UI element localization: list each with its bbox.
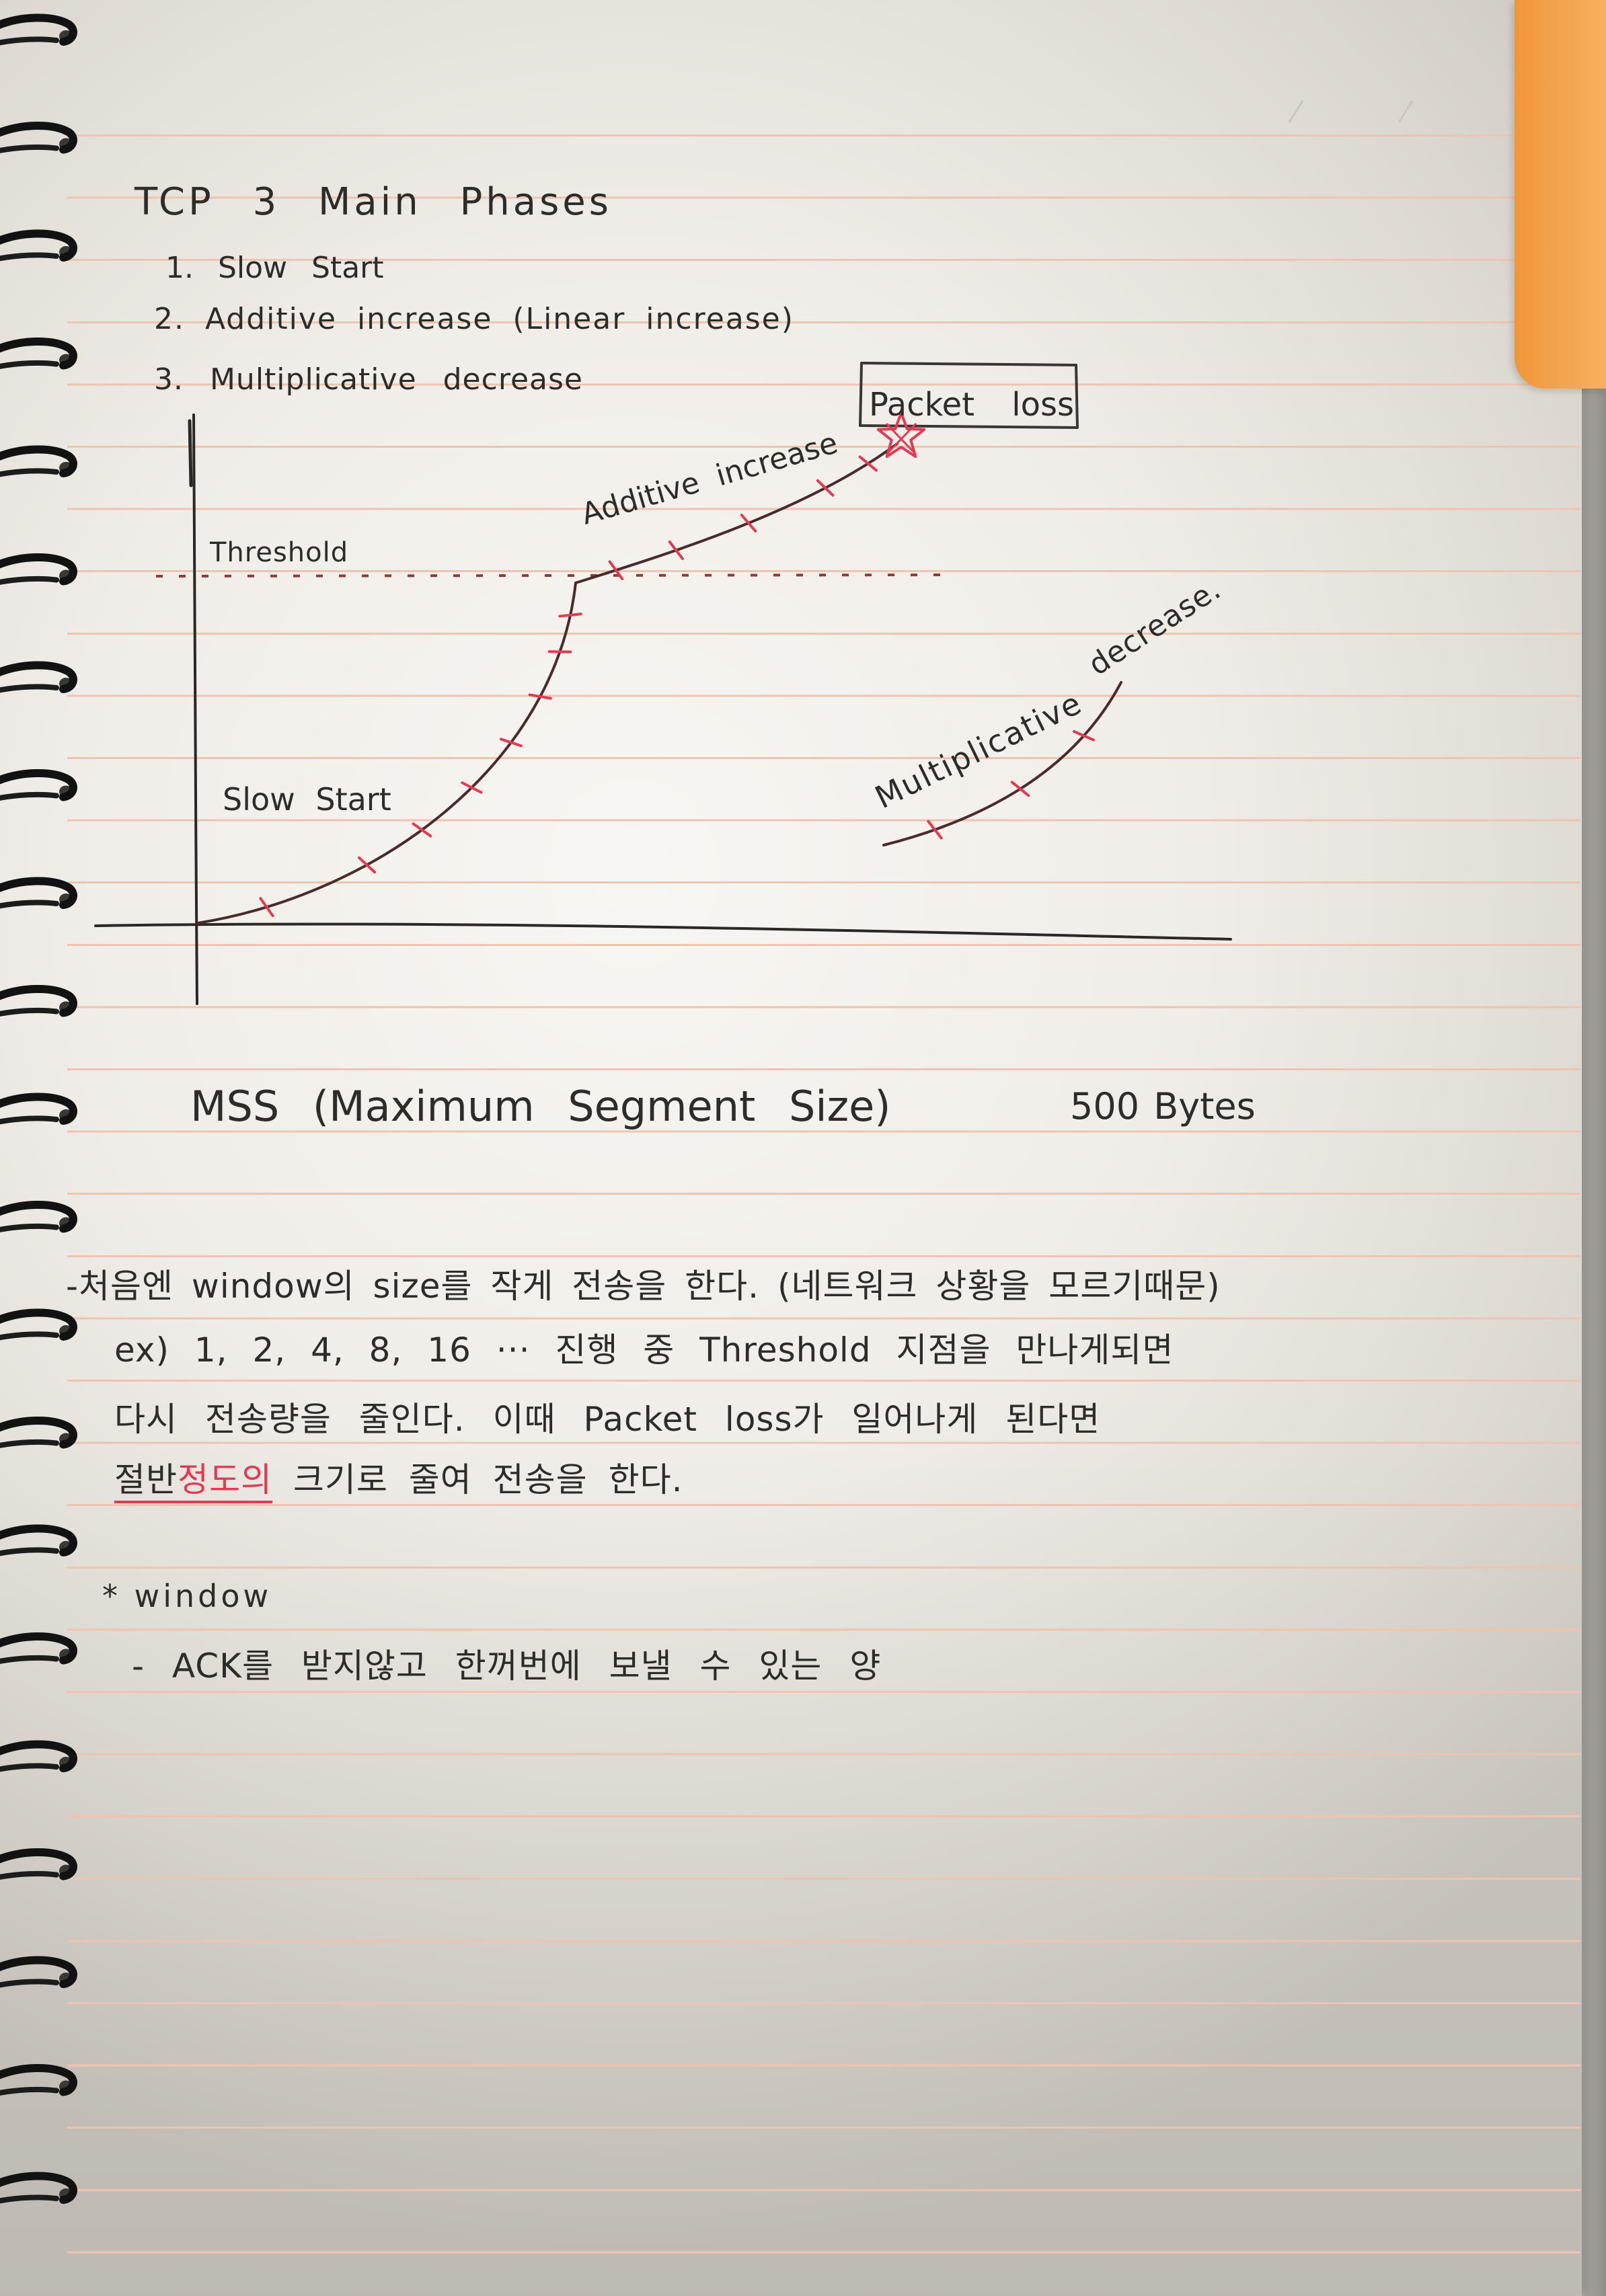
spiral-ring xyxy=(0,984,77,1017)
window-definition: - ACK를 받지않고 한꺼번에 보낼 수 있는 양 xyxy=(132,1647,882,1686)
spiral-ring xyxy=(0,445,77,477)
threshold-label: Threshold xyxy=(209,537,348,568)
curve-tick xyxy=(528,693,552,700)
x-axis xyxy=(94,922,1232,941)
packet-loss-star-icon xyxy=(876,411,926,459)
mss-label: MSS (Maximum Segment Size) xyxy=(190,1082,891,1131)
spiral-ring xyxy=(0,553,77,586)
note-line-4: 절반정도의 크기로 줄여 전송을 한다. xyxy=(114,1460,683,1503)
spiral-ring xyxy=(0,1956,77,1988)
window-heading: * window xyxy=(102,1578,272,1614)
note-line-4-end: 크기로 줄여 전송을 한다. xyxy=(272,1460,683,1499)
curve-tick xyxy=(608,560,624,580)
spiral-ring xyxy=(0,2063,77,2096)
packet-loss-label: Packet loss xyxy=(869,386,1074,424)
curve-tick xyxy=(858,455,878,472)
additive-increase-label: Additive increase xyxy=(578,426,841,531)
curve-tick xyxy=(740,514,757,533)
slow-start-label: Slow Start xyxy=(223,781,391,818)
curve-tick xyxy=(927,820,943,840)
spiral-ring xyxy=(0,1632,77,1665)
curve-tick xyxy=(357,856,377,874)
curve-tick xyxy=(461,781,483,794)
spiral-ring xyxy=(0,1200,77,1233)
curve-tick xyxy=(558,612,582,618)
note-line-1: -처음엔 window의 size를 작게 전송을 한다. (네트워크 상황을 … xyxy=(66,1267,1221,1306)
curve-tick xyxy=(1072,729,1095,742)
spiral-ring xyxy=(0,2172,77,2204)
multiplicative-label: Multiplicative xyxy=(870,684,1088,816)
spiral-ring xyxy=(0,1740,77,1772)
spiral-ring xyxy=(0,337,77,370)
page-title: TCP 3 Main Phases xyxy=(135,180,612,224)
spiral-ring xyxy=(0,1524,77,1556)
spiral-ring xyxy=(0,1416,77,1449)
spiral-ring xyxy=(0,661,77,693)
curve-tick xyxy=(668,540,684,560)
y-axis xyxy=(192,413,198,1005)
phase-item-multiplicative-decrease: 3. Multiplicative decrease xyxy=(154,362,583,397)
curve-ticks xyxy=(259,455,1095,918)
packet-loss-box xyxy=(859,362,1079,429)
phase-item-slow-start: 1. Slow Start xyxy=(165,251,384,285)
note-line-4-highlight: 정도의 xyxy=(178,1460,272,1499)
underlined-phrase: 절반정도의 xyxy=(114,1460,272,1503)
curve-tick xyxy=(499,738,523,748)
spiral-ring xyxy=(0,229,77,262)
threshold-line xyxy=(155,573,946,578)
curve-tick xyxy=(412,822,432,838)
spiral-binding xyxy=(0,13,77,2204)
phase-item-additive-increase: 2. Additive increase (Linear increase) xyxy=(154,302,794,336)
y-axis-overstroke xyxy=(188,419,193,487)
spiral-ring xyxy=(0,877,77,909)
note-line-2: ex) 1, 2, 4, 8, 16 ··· 진행 중 Threshold 지점… xyxy=(114,1331,1174,1370)
spiral-ring xyxy=(0,1848,77,1881)
multiplicative-decrease-curve xyxy=(882,681,1122,846)
curve-tick xyxy=(547,650,572,654)
mss-value: 500 Bytes xyxy=(1070,1085,1256,1127)
spiral-ring xyxy=(0,13,77,46)
spiral-ring xyxy=(0,768,77,801)
spiral-ring xyxy=(0,121,77,154)
spiral-ring xyxy=(0,1093,77,1125)
spiral-ring xyxy=(0,1308,77,1341)
note-line-4-start: 절반 xyxy=(114,1460,178,1499)
note-line-3: 다시 전송량을 줄인다. 이때 Packet loss가 일어나게 된다면 xyxy=(114,1400,1101,1439)
curve-tick xyxy=(816,479,835,497)
slow-start-curve xyxy=(196,582,577,924)
packet-loss-x-mark xyxy=(885,422,917,456)
faint-mark xyxy=(1398,100,1414,123)
curve-tick xyxy=(259,897,274,918)
curve-tick xyxy=(1010,781,1030,797)
faint-mark xyxy=(1288,100,1304,123)
orange-divider-tab xyxy=(1515,0,1606,389)
decrease-label: decrease. xyxy=(1083,572,1227,682)
